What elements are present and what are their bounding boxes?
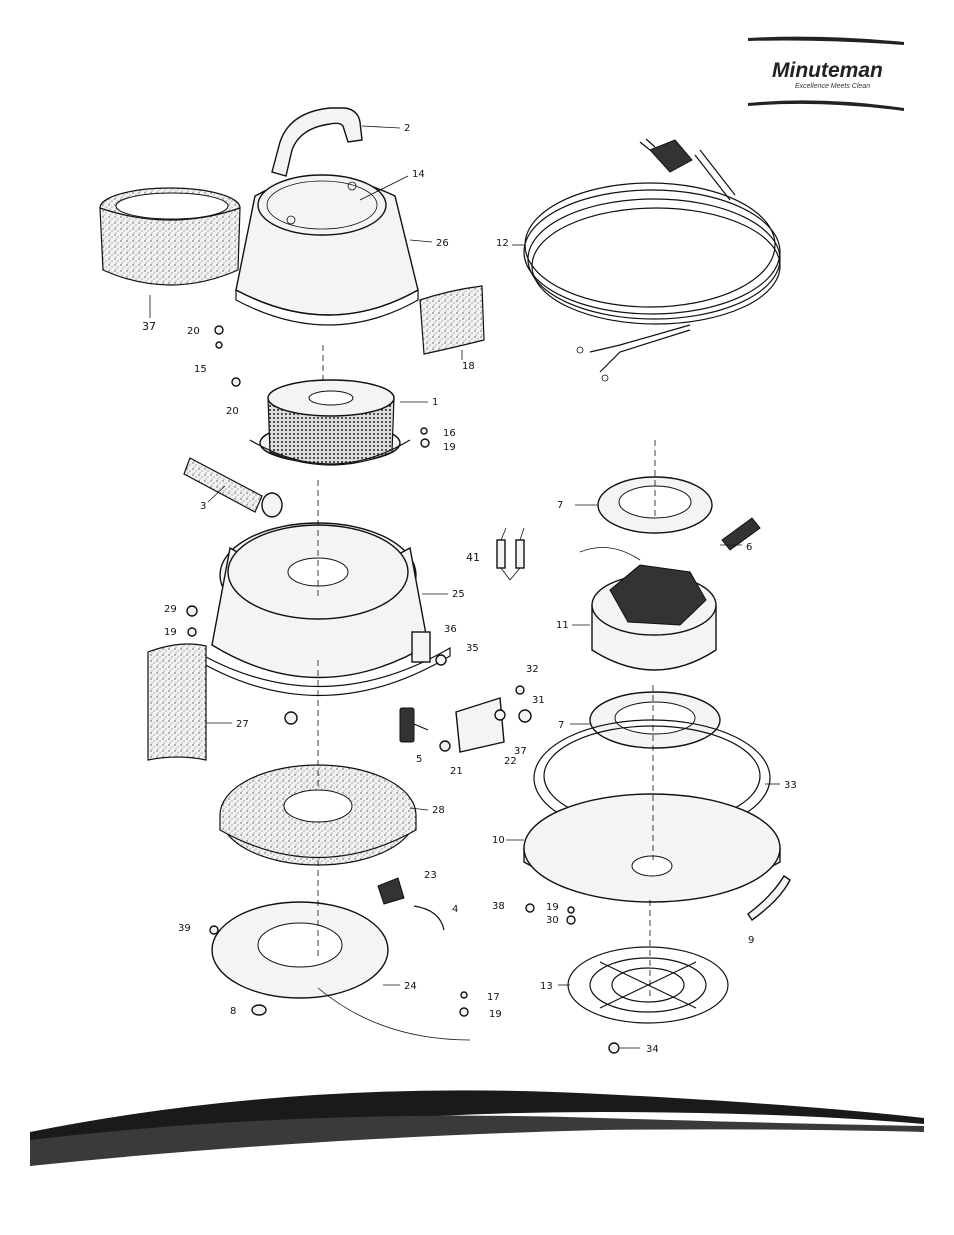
- part-handle: [271, 107, 363, 177]
- callout-37-plug: 37: [514, 746, 527, 757]
- callout-30: 30: [546, 915, 559, 926]
- brand-name: Minuteman: [772, 59, 883, 82]
- part-hose-inlet: [183, 457, 283, 518]
- brand-tagline: Excellence Meets Clean: [795, 83, 870, 90]
- callout-27: 27: [236, 719, 249, 730]
- callout-12: 12: [496, 238, 509, 249]
- callout-36: 36: [444, 624, 457, 635]
- small-hardware: [186, 325, 620, 1054]
- callout-3: 3: [200, 501, 206, 512]
- part-switch: [399, 707, 429, 743]
- callout-7-bottom: 7: [558, 720, 564, 731]
- callout-37-filter: 37: [142, 320, 156, 333]
- callout-17: 17: [487, 992, 500, 1003]
- callout-39: 39: [178, 923, 191, 934]
- callout-labels: 2 14 26 12 37 20 15 20 18 1 16 19 3 25 2…: [142, 123, 797, 1055]
- callout-9: 9: [748, 935, 754, 946]
- callout-20-lower: 20: [226, 406, 239, 417]
- part-top-cover: [235, 174, 419, 326]
- callout-23: 23: [424, 870, 437, 881]
- part-motor-housing: [523, 793, 781, 903]
- part-foam-pad: [419, 285, 485, 355]
- callout-31: 31: [532, 695, 545, 706]
- footer-swoosh: [30, 1090, 924, 1166]
- callout-24: 24: [404, 981, 417, 992]
- callout-19-right: 19: [546, 902, 559, 913]
- part-capacitors: [496, 527, 525, 581]
- leader-lines: [149, 125, 780, 1049]
- callout-4: 4: [452, 904, 458, 915]
- callout-16: 16: [443, 428, 456, 439]
- callout-26: 26: [436, 238, 449, 249]
- callout-32: 32: [526, 664, 539, 675]
- assembly-axes: [317, 345, 656, 1000]
- callout-20-top: 20: [187, 326, 200, 337]
- part-motor-plug: [721, 517, 761, 551]
- callout-10: 10: [492, 835, 505, 846]
- part-filter-cartridge: [249, 379, 411, 466]
- callout-18: 18: [462, 361, 475, 372]
- callout-14: 14: [412, 169, 425, 180]
- callout-7-top: 7: [557, 500, 563, 511]
- callout-33: 33: [784, 780, 797, 791]
- callout-19-upper: 19: [443, 442, 456, 453]
- callout-29: 29: [164, 604, 177, 615]
- part-base-plate: [211, 901, 471, 1041]
- callout-1: 1: [432, 397, 438, 408]
- callout-19-bottom: 19: [489, 1009, 502, 1020]
- part-grille: [567, 946, 729, 1024]
- callout-6: 6: [746, 542, 752, 553]
- part-switch-cover: [411, 631, 505, 753]
- callout-41: 41: [466, 551, 480, 564]
- part-drain-valve: [377, 877, 445, 931]
- part-motor: [579, 547, 717, 671]
- callout-13: 13: [540, 981, 553, 992]
- callout-35: 35: [466, 643, 479, 654]
- callout-11: 11: [556, 620, 569, 631]
- callout-19-left: 19: [164, 627, 177, 638]
- callout-22: 22: [504, 756, 517, 767]
- callout-25: 25: [452, 589, 465, 600]
- callout-28: 28: [432, 805, 445, 816]
- callout-2: 2: [404, 123, 410, 134]
- callout-34: 34: [646, 1044, 659, 1055]
- callout-15: 15: [194, 364, 207, 375]
- part-vent-hose: [747, 875, 791, 921]
- callout-5: 5: [416, 754, 422, 765]
- part-filter-sleeve: [99, 187, 241, 286]
- callout-8: 8: [230, 1006, 236, 1017]
- callout-21: 21: [450, 766, 463, 777]
- callout-38: 38: [492, 901, 505, 912]
- part-foam-side: [147, 643, 207, 761]
- part-tank-body: [189, 522, 451, 697]
- brand-logo: Minuteman Excellence Meets Clean: [748, 36, 904, 111]
- part-power-cord: [523, 138, 781, 382]
